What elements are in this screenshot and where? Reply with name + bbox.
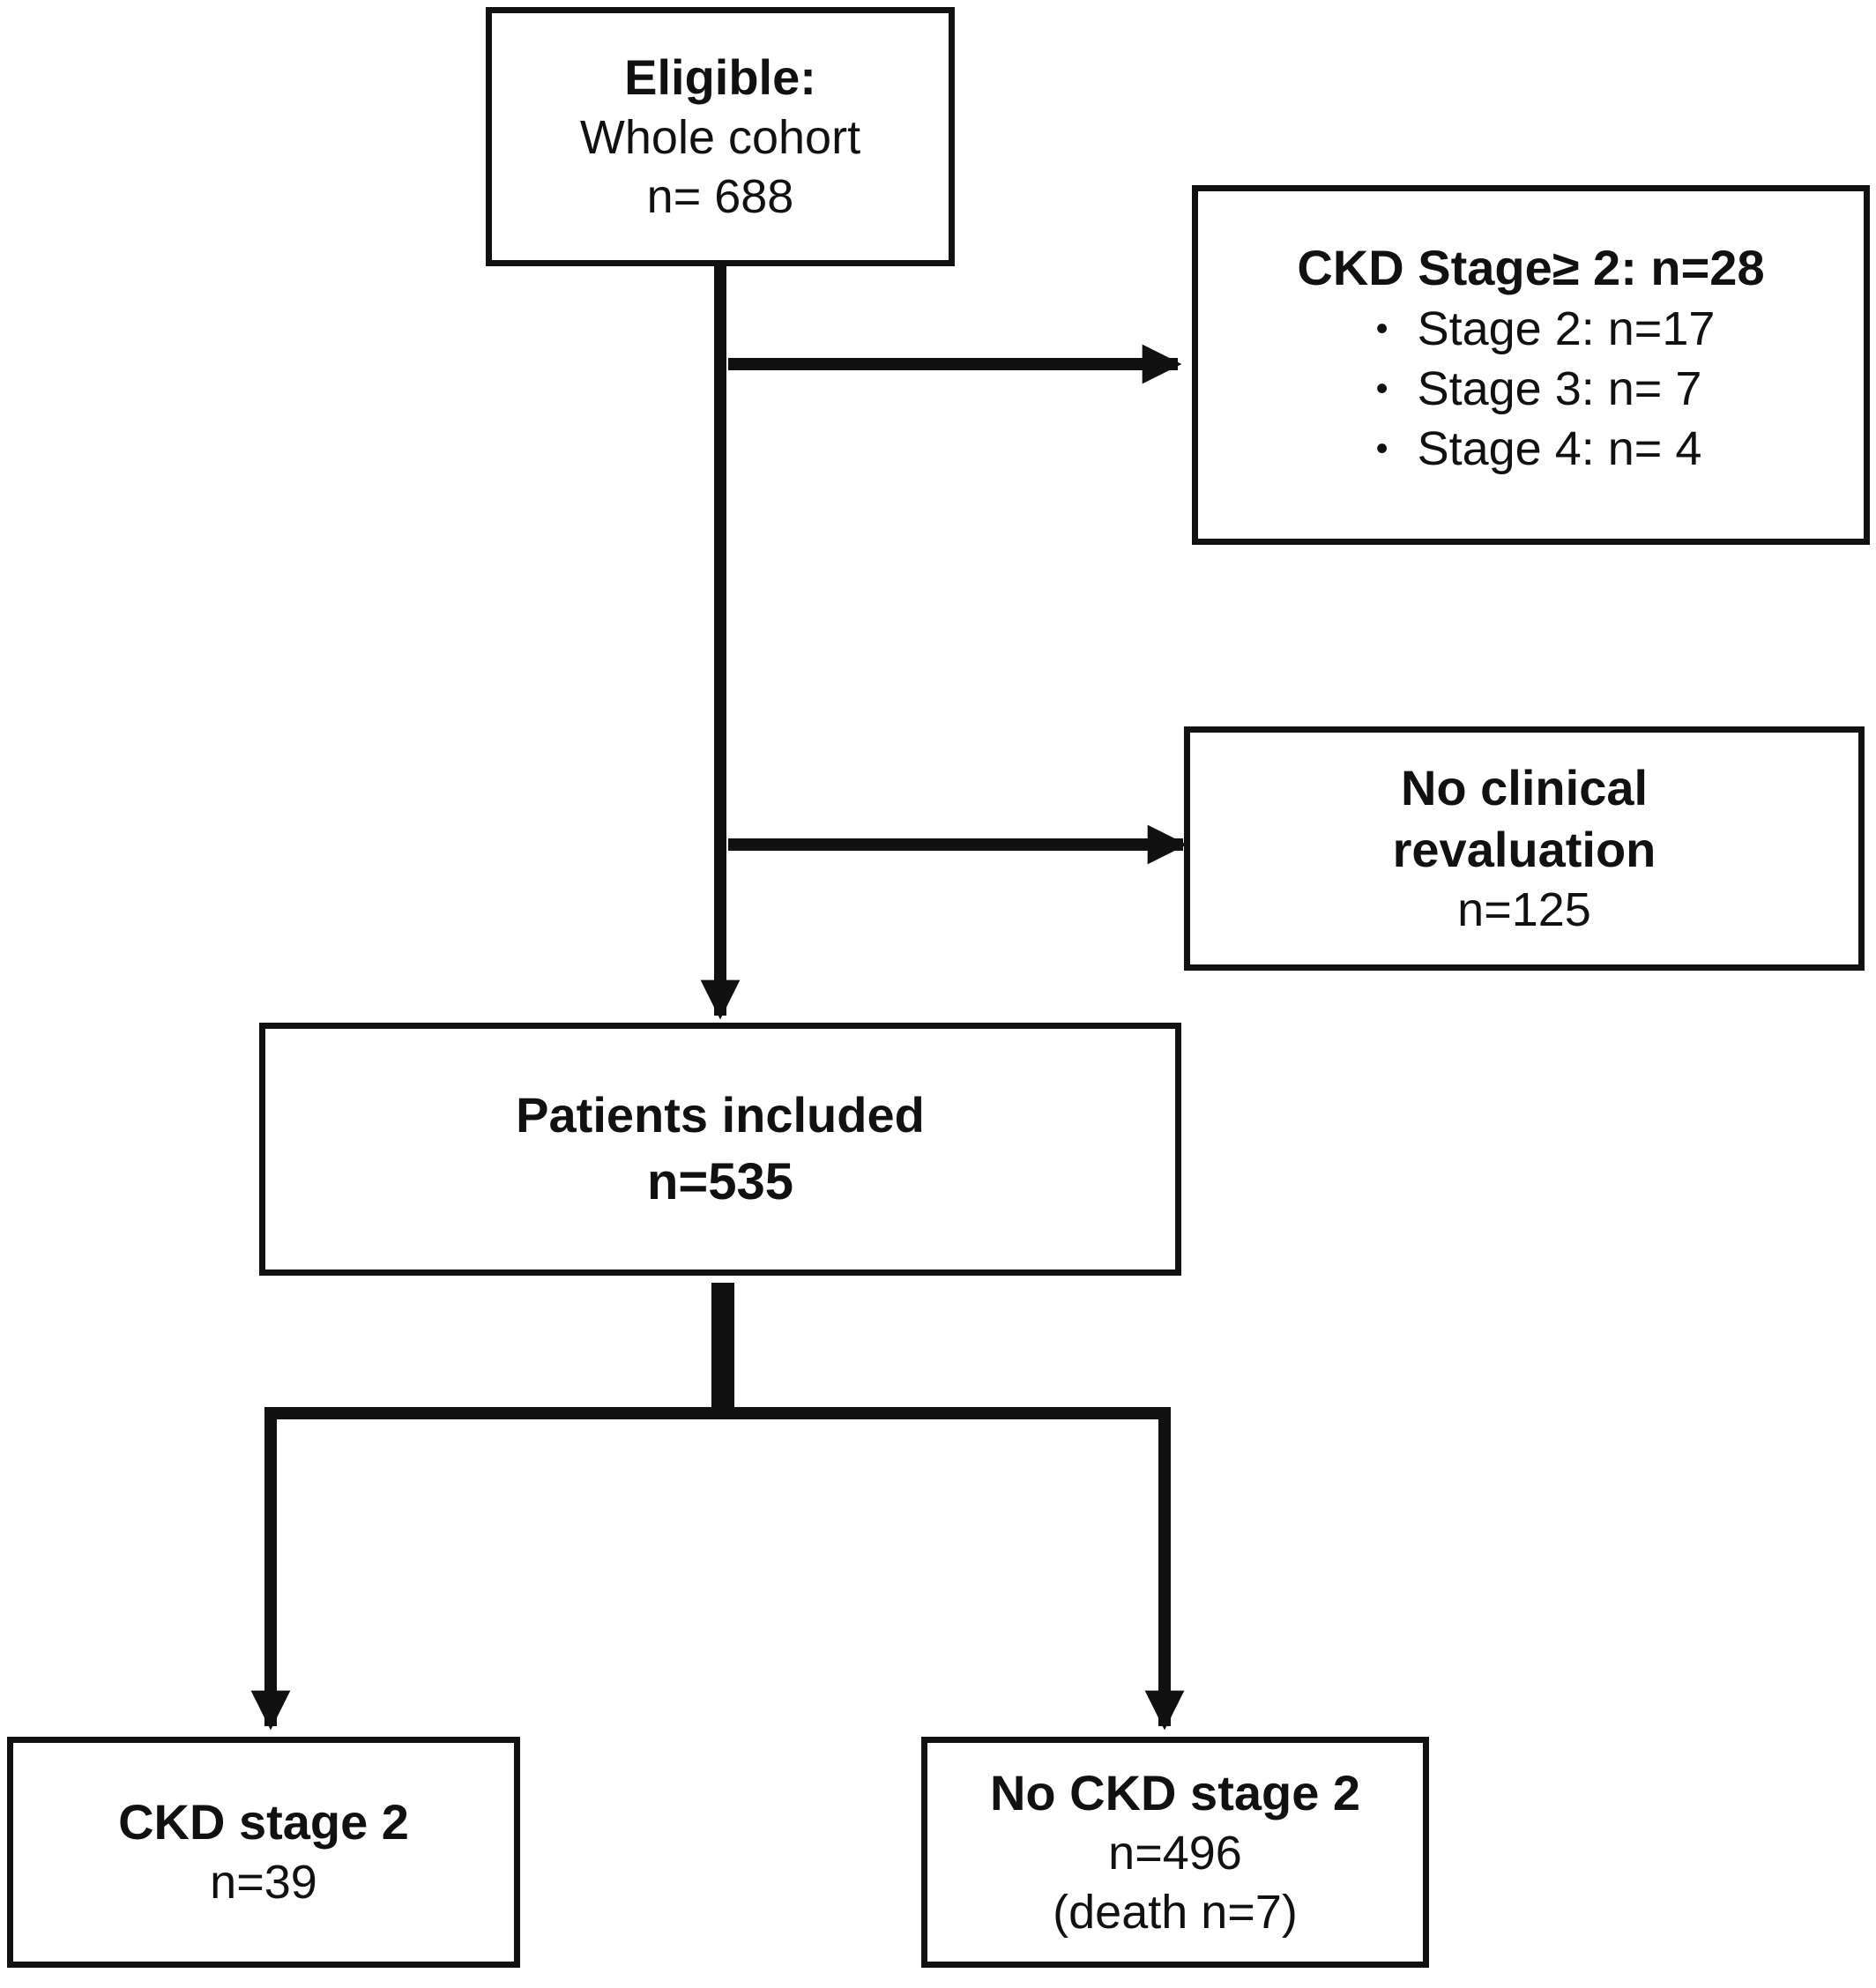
stage-list-item: • Stage 3: n= 7 [1347, 359, 1702, 419]
no-ckd-stage-2-box: No CKD stage 2 n=496 (death n=7) [921, 1737, 1429, 1968]
no-reval-title-line1: No clinical [1400, 759, 1649, 815]
included-title: Patients included [516, 1086, 925, 1143]
no-ckd2-title: No CKD stage 2 [989, 1764, 1361, 1820]
no-ckd2-count: n=496 [1108, 1826, 1242, 1880]
patients-included-box: Patients included n=535 [259, 1023, 1181, 1276]
stage-list-item: • Stage 4: n= 4 [1347, 419, 1702, 479]
ckd-stage-ge2-box: CKD Stage≥ 2: n=28 • Stage 2: n=17 • Sta… [1192, 185, 1870, 545]
ckd-stage-2-box: CKD stage 2 n=39 [7, 1737, 520, 1968]
bullet-icon: • [1375, 309, 1388, 348]
eligible-box: Eligible: Whole cohort n= 688 [486, 7, 955, 266]
no-reval-title-line2: revaluation [1392, 821, 1656, 877]
stage-list: • Stage 2: n=17 • Stage 3: n= 7 • Stage … [1347, 299, 1716, 479]
eligible-title: Eligible: [624, 48, 816, 105]
ckd2-title: CKD stage 2 [118, 1794, 409, 1850]
stage-3-count: Stage 3: n= 7 [1417, 362, 1702, 416]
included-count: n=535 [646, 1153, 794, 1211]
stage-4-count: Stage 4: n= 4 [1417, 422, 1702, 476]
eligible-count: n= 688 [646, 170, 794, 223]
bullet-icon: • [1375, 369, 1388, 408]
no-reval-count: n=125 [1457, 882, 1591, 936]
no-ckd2-death-note: (death n=7) [1053, 1886, 1298, 1939]
ckd2-count: n=39 [210, 1856, 317, 1910]
no-clinical-revaluation-box: No clinical revaluation n=125 [1184, 726, 1865, 971]
stage-2-count: Stage 2: n=17 [1417, 302, 1716, 355]
eligible-cohort-label: Whole cohort [579, 110, 861, 164]
stage-list-item: • Stage 2: n=17 [1347, 299, 1716, 359]
bullet-icon: • [1375, 428, 1388, 468]
ckd-stage-ge2-title: CKD Stage≥ 2: n=28 [1297, 240, 1765, 295]
